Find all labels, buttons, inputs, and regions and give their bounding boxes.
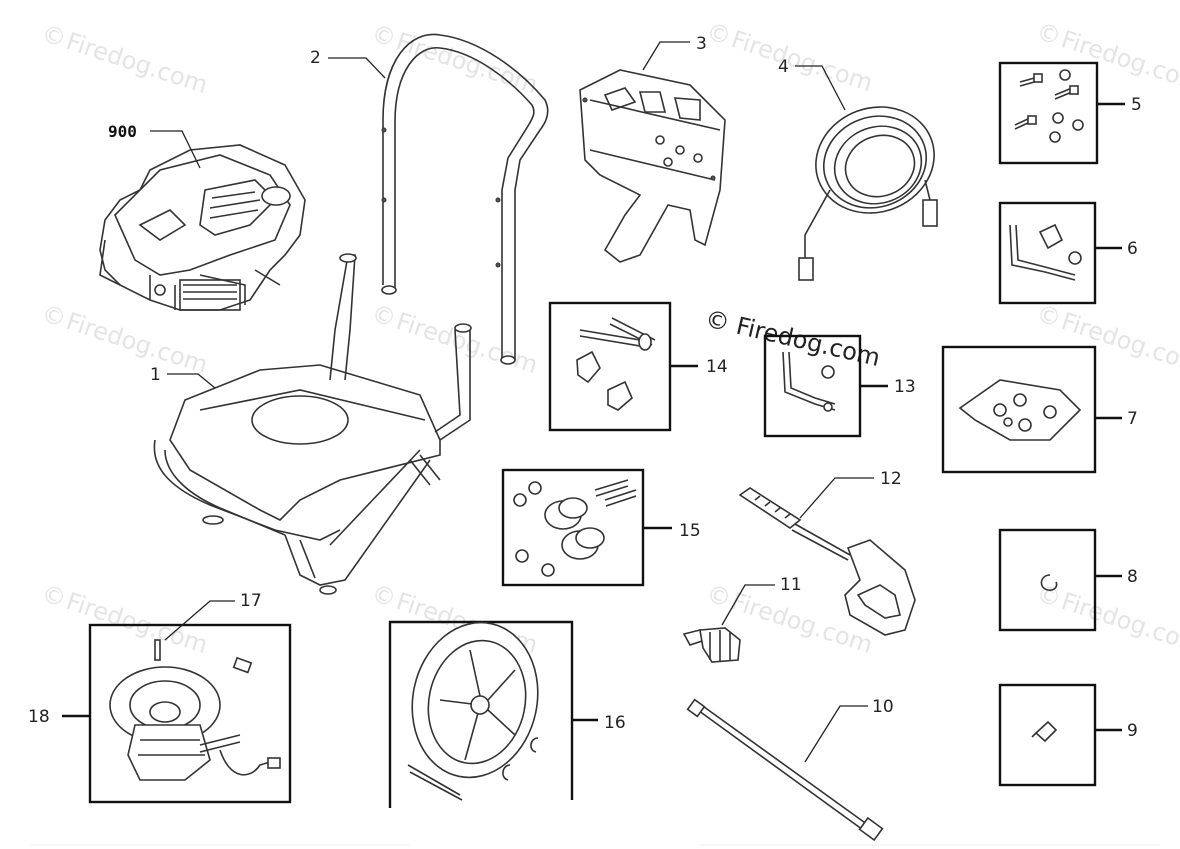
part-3-bracket	[579, 69, 726, 263]
callout-5: 5	[1131, 95, 1142, 115]
part-5-box	[998, 61, 1099, 165]
callout-6: 6	[1127, 239, 1138, 259]
watermark-text: Firedog.com	[63, 27, 211, 99]
part-4-hose	[798, 106, 938, 281]
part-5-hardware	[1014, 69, 1084, 143]
watermark-text: Firedog.com	[728, 25, 876, 97]
callout-12: 12	[880, 469, 902, 489]
firedog-watermark-main: © Firedog.com	[703, 305, 883, 372]
callout-8: 8	[1127, 567, 1138, 587]
part-11-nozzle	[682, 627, 741, 663]
part-1-frame	[153, 253, 472, 595]
watermark-text: Firedog.com	[63, 307, 211, 379]
part-18-box	[88, 623, 292, 804]
callout-18: 18	[28, 707, 50, 727]
callout-3: 3	[696, 34, 707, 54]
part-8-clip	[1040, 574, 1058, 591]
part-10-lance	[686, 698, 884, 842]
callout-13: 13	[894, 377, 916, 397]
watermark-text: Firedog.com	[63, 587, 211, 659]
part-16-wheel	[407, 621, 539, 801]
part-900-engine	[99, 144, 306, 311]
part-17-pin	[154, 639, 161, 661]
callout-15: 15	[679, 521, 701, 541]
part-14-box	[548, 301, 672, 432]
callout-7: 7	[1127, 409, 1138, 429]
part-8-box	[998, 528, 1097, 632]
callout-2: 2	[310, 48, 321, 68]
part-15-seal-kit	[513, 479, 637, 577]
callout-17: 17	[240, 591, 262, 611]
part-6-box	[998, 201, 1097, 305]
part-12-spray-gun	[738, 487, 916, 636]
part-7-kit-bag	[958, 379, 1082, 441]
watermark-text: Firedog.com	[393, 307, 541, 379]
callout-4: 4	[778, 57, 789, 77]
callout-14: 14	[706, 357, 728, 377]
part-7-box	[941, 345, 1097, 474]
watermark-text: Firedog.com	[1058, 587, 1180, 659]
part-9-box	[998, 683, 1097, 787]
callout-10: 10	[872, 697, 894, 717]
part-6-hardware	[1009, 223, 1082, 281]
callout-900: 900	[108, 122, 137, 141]
part-14-hardware	[576, 317, 656, 411]
part-18-pump	[109, 656, 281, 781]
watermark-text: Firedog.com	[1058, 307, 1180, 379]
part-13-hardware	[782, 351, 836, 412]
callout-16: 16	[604, 713, 626, 733]
callout-11: 11	[780, 575, 802, 595]
part-9-fitting	[1031, 720, 1058, 743]
callout-1: 1	[150, 365, 161, 385]
part-2-handle	[381, 33, 549, 365]
watermark-text: Firedog.com	[393, 27, 541, 99]
callout-9: 9	[1127, 721, 1138, 741]
